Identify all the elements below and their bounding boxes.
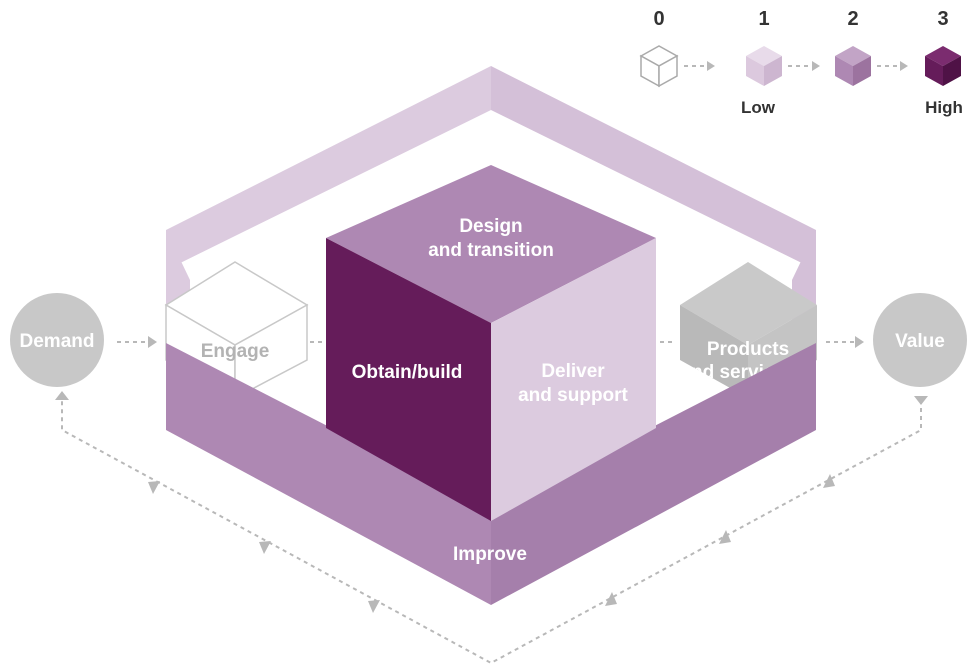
improve-front-right-wall	[491, 343, 816, 605]
legend-arrows	[684, 61, 908, 71]
legend-cube-level-0-icon	[639, 45, 679, 88]
arrow-into-value-icon	[855, 336, 864, 348]
loop-arrow-right-1-icon	[823, 474, 835, 488]
demand-node: Demand	[10, 293, 104, 387]
center-cube	[326, 165, 656, 521]
loop-arrow-right-2-icon	[719, 530, 731, 544]
improve-label: Improve	[453, 544, 527, 565]
demand-up-arrow-icon	[55, 391, 69, 400]
deliver-face	[491, 238, 656, 521]
legend-cube-level-2-icon	[835, 46, 871, 86]
design-label-line1: Design	[459, 216, 522, 237]
plan-back-left-wall	[166, 66, 491, 270]
feedback-loop	[55, 391, 928, 665]
loop-arrow-left-2-icon	[259, 541, 271, 554]
obtain-face	[326, 238, 491, 521]
deliver-label-line2: and support	[518, 385, 628, 406]
demand-label: Demand	[20, 331, 95, 352]
arrow-into-engage-icon	[148, 336, 157, 348]
legend-level-2-number: 2	[847, 8, 858, 30]
legend-cube-level-3-icon	[925, 46, 961, 86]
loop-arrow-left-3-icon	[368, 600, 380, 613]
flow-arrows	[117, 336, 864, 348]
engage-label: Engage	[201, 341, 270, 362]
improve-front-left-wall	[166, 343, 491, 605]
legend-level-1-number: 1	[758, 8, 769, 30]
design-label-line2: and transition	[428, 240, 554, 261]
plan-label: Plan	[470, 123, 510, 144]
obtain-label: Obtain/build	[352, 362, 463, 383]
legend-cube-level-1-icon	[746, 46, 782, 86]
value-node: Value	[873, 293, 967, 387]
plan-back-right-wall	[491, 66, 816, 270]
legend-low-label: Low	[741, 98, 776, 117]
value-label: Value	[895, 331, 945, 352]
legend-high-label: High	[925, 98, 963, 117]
loop-arrow-left-1-icon	[148, 481, 160, 494]
deliver-label-line1: Deliver	[541, 361, 605, 382]
loop-arrow-right-3-icon	[605, 592, 617, 606]
improve-frame: Improve	[166, 343, 816, 605]
design-face	[326, 165, 656, 323]
legend: 0 1 2 3	[639, 8, 963, 117]
value-down-arrow-icon	[914, 396, 928, 405]
products-label-line1: Products	[707, 339, 789, 360]
legend-level-3-number: 3	[937, 8, 948, 30]
legend-level-0-number: 0	[653, 8, 664, 30]
